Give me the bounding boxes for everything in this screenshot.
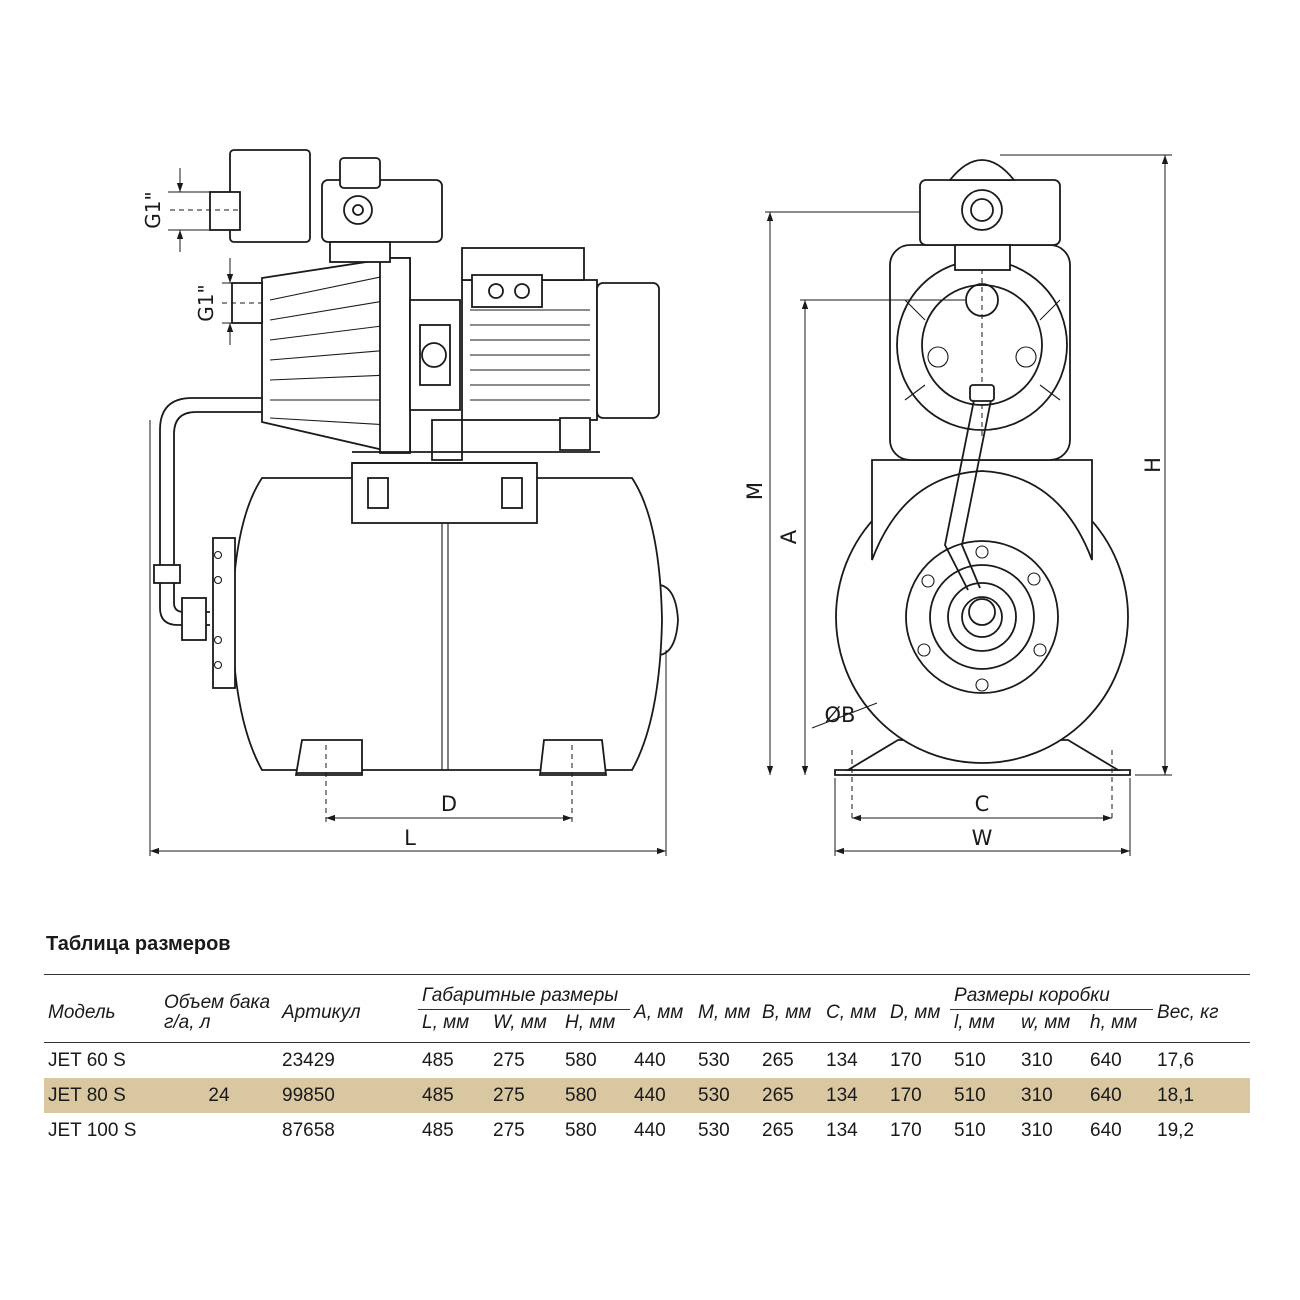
header-B: B, мм bbox=[762, 1001, 812, 1023]
side-hose bbox=[159, 397, 262, 570]
cell-model: JET 100 S bbox=[48, 1120, 137, 1141]
table-row-highlighted: JET 80 S 24 99850 485 275 580 440 530 26… bbox=[44, 1078, 1251, 1113]
label-M: M bbox=[743, 482, 767, 500]
front-pressure-switch bbox=[919, 179, 1061, 246]
cell-model: JET 80 S bbox=[44, 1078, 160, 1113]
cell-box-w: 310 bbox=[1021, 1050, 1053, 1071]
front-pump-body bbox=[889, 244, 1071, 461]
cell-W: 275 bbox=[489, 1078, 561, 1113]
cell-W: 275 bbox=[493, 1120, 525, 1141]
label-L: L bbox=[404, 826, 416, 850]
header-M: M, мм bbox=[698, 1001, 751, 1023]
header-box-l: l, мм bbox=[954, 1012, 995, 1033]
cell-model: JET 60 S bbox=[48, 1050, 126, 1071]
cell-M: 530 bbox=[698, 1120, 730, 1141]
side-foot-right bbox=[538, 739, 608, 776]
side-foot-left bbox=[294, 739, 363, 776]
header-W: W, мм bbox=[493, 1012, 547, 1033]
label-C: C bbox=[975, 792, 990, 816]
label-A: A bbox=[777, 529, 801, 544]
cell-A: 440 bbox=[634, 1050, 666, 1071]
header-box-w: w, мм bbox=[1021, 1012, 1071, 1033]
cell-article: 23429 bbox=[282, 1050, 335, 1071]
side-flange bbox=[212, 537, 236, 689]
label-W: W bbox=[972, 826, 993, 850]
header-H: H, мм bbox=[565, 1012, 616, 1033]
cell-L: 485 bbox=[418, 1078, 489, 1113]
cell-tank bbox=[160, 1043, 278, 1079]
cell-box-l: 510 bbox=[950, 1078, 1018, 1113]
cell-tank: 24 bbox=[160, 1078, 278, 1113]
label-g1-mid: G1" bbox=[194, 284, 218, 321]
table-title: Таблица размеров bbox=[46, 933, 231, 955]
cell-article: 87658 bbox=[282, 1120, 335, 1141]
table-row: JET 60 S 23429 485 275 580 440 530 265 1… bbox=[44, 1043, 1250, 1079]
label-D: D bbox=[441, 792, 457, 816]
front-hose bbox=[944, 394, 976, 591]
cell-B: 265 bbox=[758, 1078, 823, 1113]
cell-box-h: 640 bbox=[1090, 1120, 1122, 1141]
header-model: Модель bbox=[48, 1001, 116, 1023]
cell-C: 134 bbox=[826, 1120, 858, 1141]
header-A: A, мм bbox=[634, 1001, 684, 1023]
dimensions-table: Модель Объем бака г/а, л Артикул Габарит… bbox=[44, 974, 1251, 1148]
pump-technical-drawing: G1" G1" D L bbox=[141, 149, 1172, 856]
side-bracket bbox=[351, 462, 538, 524]
cell-article: 99850 bbox=[278, 1078, 418, 1113]
header-weight: Вес, кг bbox=[1157, 1001, 1219, 1023]
header-box: Размеры коробки bbox=[950, 974, 1154, 1010]
front-view: M A H ØB C W bbox=[743, 154, 1172, 856]
cell-box-l: 510 bbox=[954, 1120, 986, 1141]
label-g1-top: G1" bbox=[141, 191, 165, 228]
cell-C: 134 bbox=[826, 1050, 858, 1071]
header-L: L, мм bbox=[422, 1012, 470, 1033]
cell-M: 530 bbox=[698, 1050, 730, 1071]
side-view: G1" G1" D L bbox=[141, 149, 679, 856]
cell-H: 580 bbox=[565, 1120, 597, 1141]
cell-weight: 19,2 bbox=[1157, 1120, 1195, 1141]
cell-B: 265 bbox=[762, 1050, 794, 1071]
cell-D: 170 bbox=[886, 1078, 951, 1113]
cell-tank bbox=[160, 1113, 278, 1148]
cell-A: 440 bbox=[634, 1120, 666, 1141]
label-H: H bbox=[1141, 457, 1165, 473]
label-B: ØB bbox=[825, 703, 856, 727]
header-article: Артикул bbox=[282, 1001, 361, 1023]
table-row: JET 100 S 87658 485 275 580 440 530 265 … bbox=[44, 1113, 1250, 1148]
cell-W: 275 bbox=[493, 1050, 525, 1071]
cell-D: 170 bbox=[890, 1050, 922, 1071]
cell-L: 485 bbox=[422, 1120, 454, 1141]
cell-weight: 18,1 bbox=[1153, 1078, 1251, 1113]
cell-H: 580 bbox=[561, 1078, 631, 1113]
header-box-h: h, мм bbox=[1090, 1012, 1138, 1033]
cell-box-w: 310 bbox=[1021, 1120, 1053, 1141]
cell-weight: 17,6 bbox=[1157, 1050, 1195, 1071]
header-overall: Габаритные размеры bbox=[418, 974, 631, 1010]
cell-A: 440 bbox=[630, 1078, 695, 1113]
cell-box-w: 310 bbox=[1017, 1078, 1087, 1113]
cell-H: 580 bbox=[565, 1050, 597, 1071]
header-tank: Объем бака г/а, л bbox=[164, 991, 271, 1033]
cell-B: 265 bbox=[762, 1120, 794, 1141]
cell-L: 485 bbox=[422, 1050, 454, 1071]
cell-C: 134 bbox=[822, 1078, 887, 1113]
cell-M: 530 bbox=[694, 1078, 759, 1113]
cell-D: 170 bbox=[890, 1120, 922, 1141]
header-D: D, мм bbox=[890, 1001, 941, 1023]
cell-box-h: 640 bbox=[1086, 1078, 1154, 1113]
side-pressure-switch bbox=[229, 149, 311, 243]
cell-box-h: 640 bbox=[1090, 1050, 1122, 1071]
header-C: C, мм bbox=[826, 1001, 877, 1023]
cell-box-l: 510 bbox=[954, 1050, 986, 1071]
